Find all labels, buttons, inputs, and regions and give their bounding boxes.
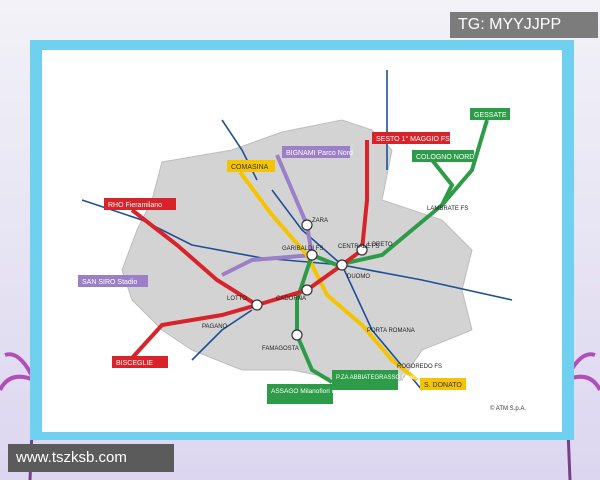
line-m5 (221, 154, 315, 277)
svg-text:SESTO 1° MAGGIO FS: SESTO 1° MAGGIO FS (376, 135, 450, 143)
svg-text:BISCEGLIE: BISCEGLIE (116, 360, 153, 367)
terminal-abbiategrasso: P.ZA ABBIATEGRASSO Chiesa Rossa (332, 370, 440, 390)
station-famagosta: FAMAGOSTA (262, 346, 299, 352)
svg-text:SAN SIRO Stadio: SAN SIRO Stadio (82, 279, 137, 286)
station-pagano: PAGANO (202, 324, 228, 330)
station-lambrate: LAMBRATE FS (427, 206, 468, 212)
terminal-assago: ASSAGO Milanofiori Forum (267, 384, 350, 404)
station-zara: ZARA (312, 218, 328, 224)
terminal-bisceglie: BISCEGLIE (112, 356, 168, 368)
svg-text:P.ZA ABBIATEGRASSO Chiesa Ross: P.ZA ABBIATEGRASSO Chiesa Rossa (336, 375, 440, 381)
svg-text:RHO Fieramilano: RHO Fieramilano (108, 202, 162, 209)
watermark-label: TG: MYYJJPP (450, 12, 598, 38)
terminal-rho: RHO Fieramilano (104, 198, 176, 210)
svg-text:S. DONATO: S. DONATO (424, 382, 462, 389)
station-loreto: LORETO (368, 242, 393, 248)
line-m3 (238, 170, 419, 382)
terminal-san-donato: S. DONATO (420, 378, 466, 390)
map-credit: © ATM S.p.A. (490, 405, 526, 412)
line-m2-branch (430, 158, 455, 206)
terminal-sesto: SESTO 1° MAGGIO FS (372, 132, 450, 144)
interchange-nodes (251, 219, 368, 341)
station-lotto: LOTTO (227, 296, 247, 302)
svg-text:ASSAGO Milanofiori Forum: ASSAGO Milanofiori Forum (271, 388, 350, 395)
terminal-cologno: COLOGNO NORD (412, 150, 474, 162)
station-garibaldi: GARIBALDI FS (282, 246, 323, 252)
station-duomo: DUOMO (347, 274, 370, 280)
terminal-bignami: BIGNAMI Parco Nord (282, 146, 353, 158)
line-m1-branch (130, 208, 259, 307)
station-porta-romana: PORTA ROMANA (367, 328, 415, 334)
station-cadorna: CADORNA (276, 296, 306, 302)
station-rogoredo: ROGOREDO FS (397, 364, 442, 370)
line-m2 (295, 119, 489, 384)
terminal-gessate: GESSATE (470, 108, 510, 120)
site-url-label: www.tszksb.com (8, 444, 174, 472)
svg-text:COMASINA: COMASINA (231, 164, 269, 171)
svg-text:BIGNAMI Parco Nord: BIGNAMI Parco Nord (286, 150, 353, 157)
map-canvas: SESTO 1° MAGGIO FS GESSATE COLOGNO NORD … (42, 50, 562, 432)
map-frame: SESTO 1° MAGGIO FS GESSATE COLOGNO NORD … (30, 40, 574, 440)
metro-map: SESTO 1° MAGGIO FS GESSATE COLOGNO NORD … (78, 70, 526, 412)
svg-text:COLOGNO NORD: COLOGNO NORD (416, 154, 474, 161)
urban-area (121, 119, 473, 381)
svg-text:GESSATE: GESSATE (474, 112, 507, 119)
terminal-san-siro: SAN SIRO Stadio (78, 275, 148, 287)
station-centrale: CENTRALE FS (338, 244, 379, 250)
terminal-comasina: COMASINA (227, 160, 275, 172)
